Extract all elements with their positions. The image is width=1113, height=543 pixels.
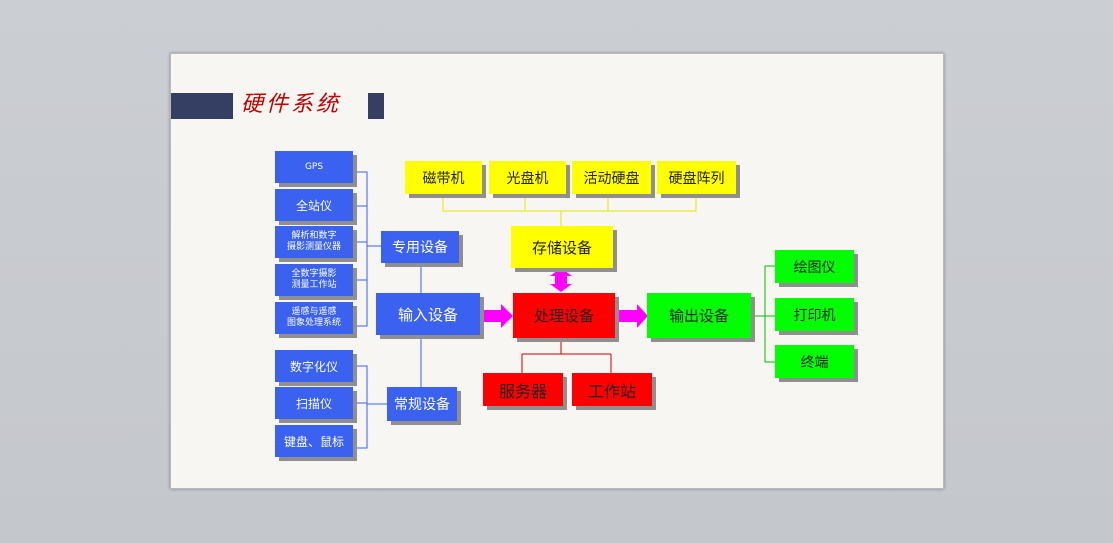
arrow-processing-to-output: [619, 304, 648, 328]
node-gps-label: GPS: [304, 161, 324, 172]
node-digitizer: 数字化仪: [275, 350, 353, 382]
node-optical-drive-label: 光盘机: [506, 170, 549, 187]
slide-title: 硬件系统: [241, 92, 342, 117]
connector-lines: [355, 171, 775, 449]
node-workstation-label: 工作站: [587, 381, 636, 401]
node-total-station: 全站仪: [275, 189, 353, 221]
node-scanner-label: 扫描仪: [295, 396, 332, 411]
node-keyboard-mouse-label: 键盘、鼠标: [283, 434, 344, 449]
node-regular-device: 常规设备: [387, 387, 457, 421]
node-removable-disk-label: 活动硬盘: [583, 170, 640, 187]
node-input-device: 输入设备: [376, 293, 480, 335]
node-special-device: 专用设备: [381, 231, 459, 263]
node-special-device-label: 专用设备: [392, 240, 448, 256]
node-photogrammetry-instrument: 解析和数字 摄影测量仪器: [275, 226, 353, 258]
node-plotter: 绘图仪: [775, 250, 854, 283]
bracket-special-group: [355, 171, 381, 327]
node-output-device-label: 输出设备: [668, 307, 729, 325]
title-accent-right: [368, 93, 384, 119]
node-processing-device: 处理设备: [513, 293, 615, 338]
arrow-input-to-processing: [483, 304, 513, 328]
node-gps: GPS: [275, 151, 353, 183]
node-tape-drive-label: 磁带机: [422, 170, 465, 187]
node-processing-device-label: 处理设备: [533, 307, 594, 325]
node-photogrammetry-instrument-label: 解析和数字 摄影测量仪器: [286, 231, 341, 252]
node-input-device-label: 输入设备: [397, 305, 458, 324]
node-output-device: 输出设备: [647, 293, 751, 338]
node-scanner: 扫描仪: [275, 387, 353, 419]
node-disk-array-label: 硬盘阵列: [668, 170, 725, 187]
node-regular-device-label: 常规设备: [394, 397, 450, 413]
node-optical-drive: 光盘机: [489, 161, 566, 194]
node-workstation: 工作站: [572, 373, 652, 406]
node-server-label: 服务器: [498, 381, 547, 401]
node-terminal-label: 终端: [800, 354, 829, 371]
bracket-storage-items: [442, 194, 697, 226]
bracket-processing-outputs: [521, 340, 612, 373]
node-digital-photogrammetry-label: 全数字摄影 测量工作站: [291, 269, 337, 290]
title-accent-left: [171, 93, 233, 119]
node-printer: 打印机: [775, 298, 854, 331]
node-digital-photogrammetry: 全数字摄影 测量工作站: [275, 264, 353, 296]
node-digitizer-label: 数字化仪: [289, 359, 338, 374]
node-keyboard-mouse: 键盘、鼠标: [275, 425, 353, 457]
node-storage-device: 存储设备: [511, 226, 613, 268]
node-terminal: 终端: [775, 345, 854, 378]
node-remote-sensing-label: 遥感与遥感 图象处理系统: [286, 307, 341, 328]
bracket-regular-group: [355, 365, 387, 449]
node-tape-drive: 磁带机: [405, 161, 482, 194]
node-remote-sensing: 遥感与遥感 图象处理系统: [275, 302, 353, 334]
node-disk-array: 硬盘阵列: [657, 161, 736, 194]
node-removable-disk: 活动硬盘: [572, 161, 651, 194]
arrow-storage-processing: [550, 268, 572, 292]
node-printer-label: 打印机: [793, 307, 836, 324]
bracket-output-items: [753, 265, 775, 363]
slide: 硬件系统 GPS 全站仪 解析和数字 摄影测量仪器 全数字摄影 测量工作站 遥感…: [170, 53, 944, 489]
node-storage-device-label: 存储设备: [531, 238, 592, 257]
node-plotter-label: 绘图仪: [793, 259, 836, 276]
node-server: 服务器: [483, 373, 563, 406]
node-total-station-label: 全站仪: [295, 198, 332, 213]
